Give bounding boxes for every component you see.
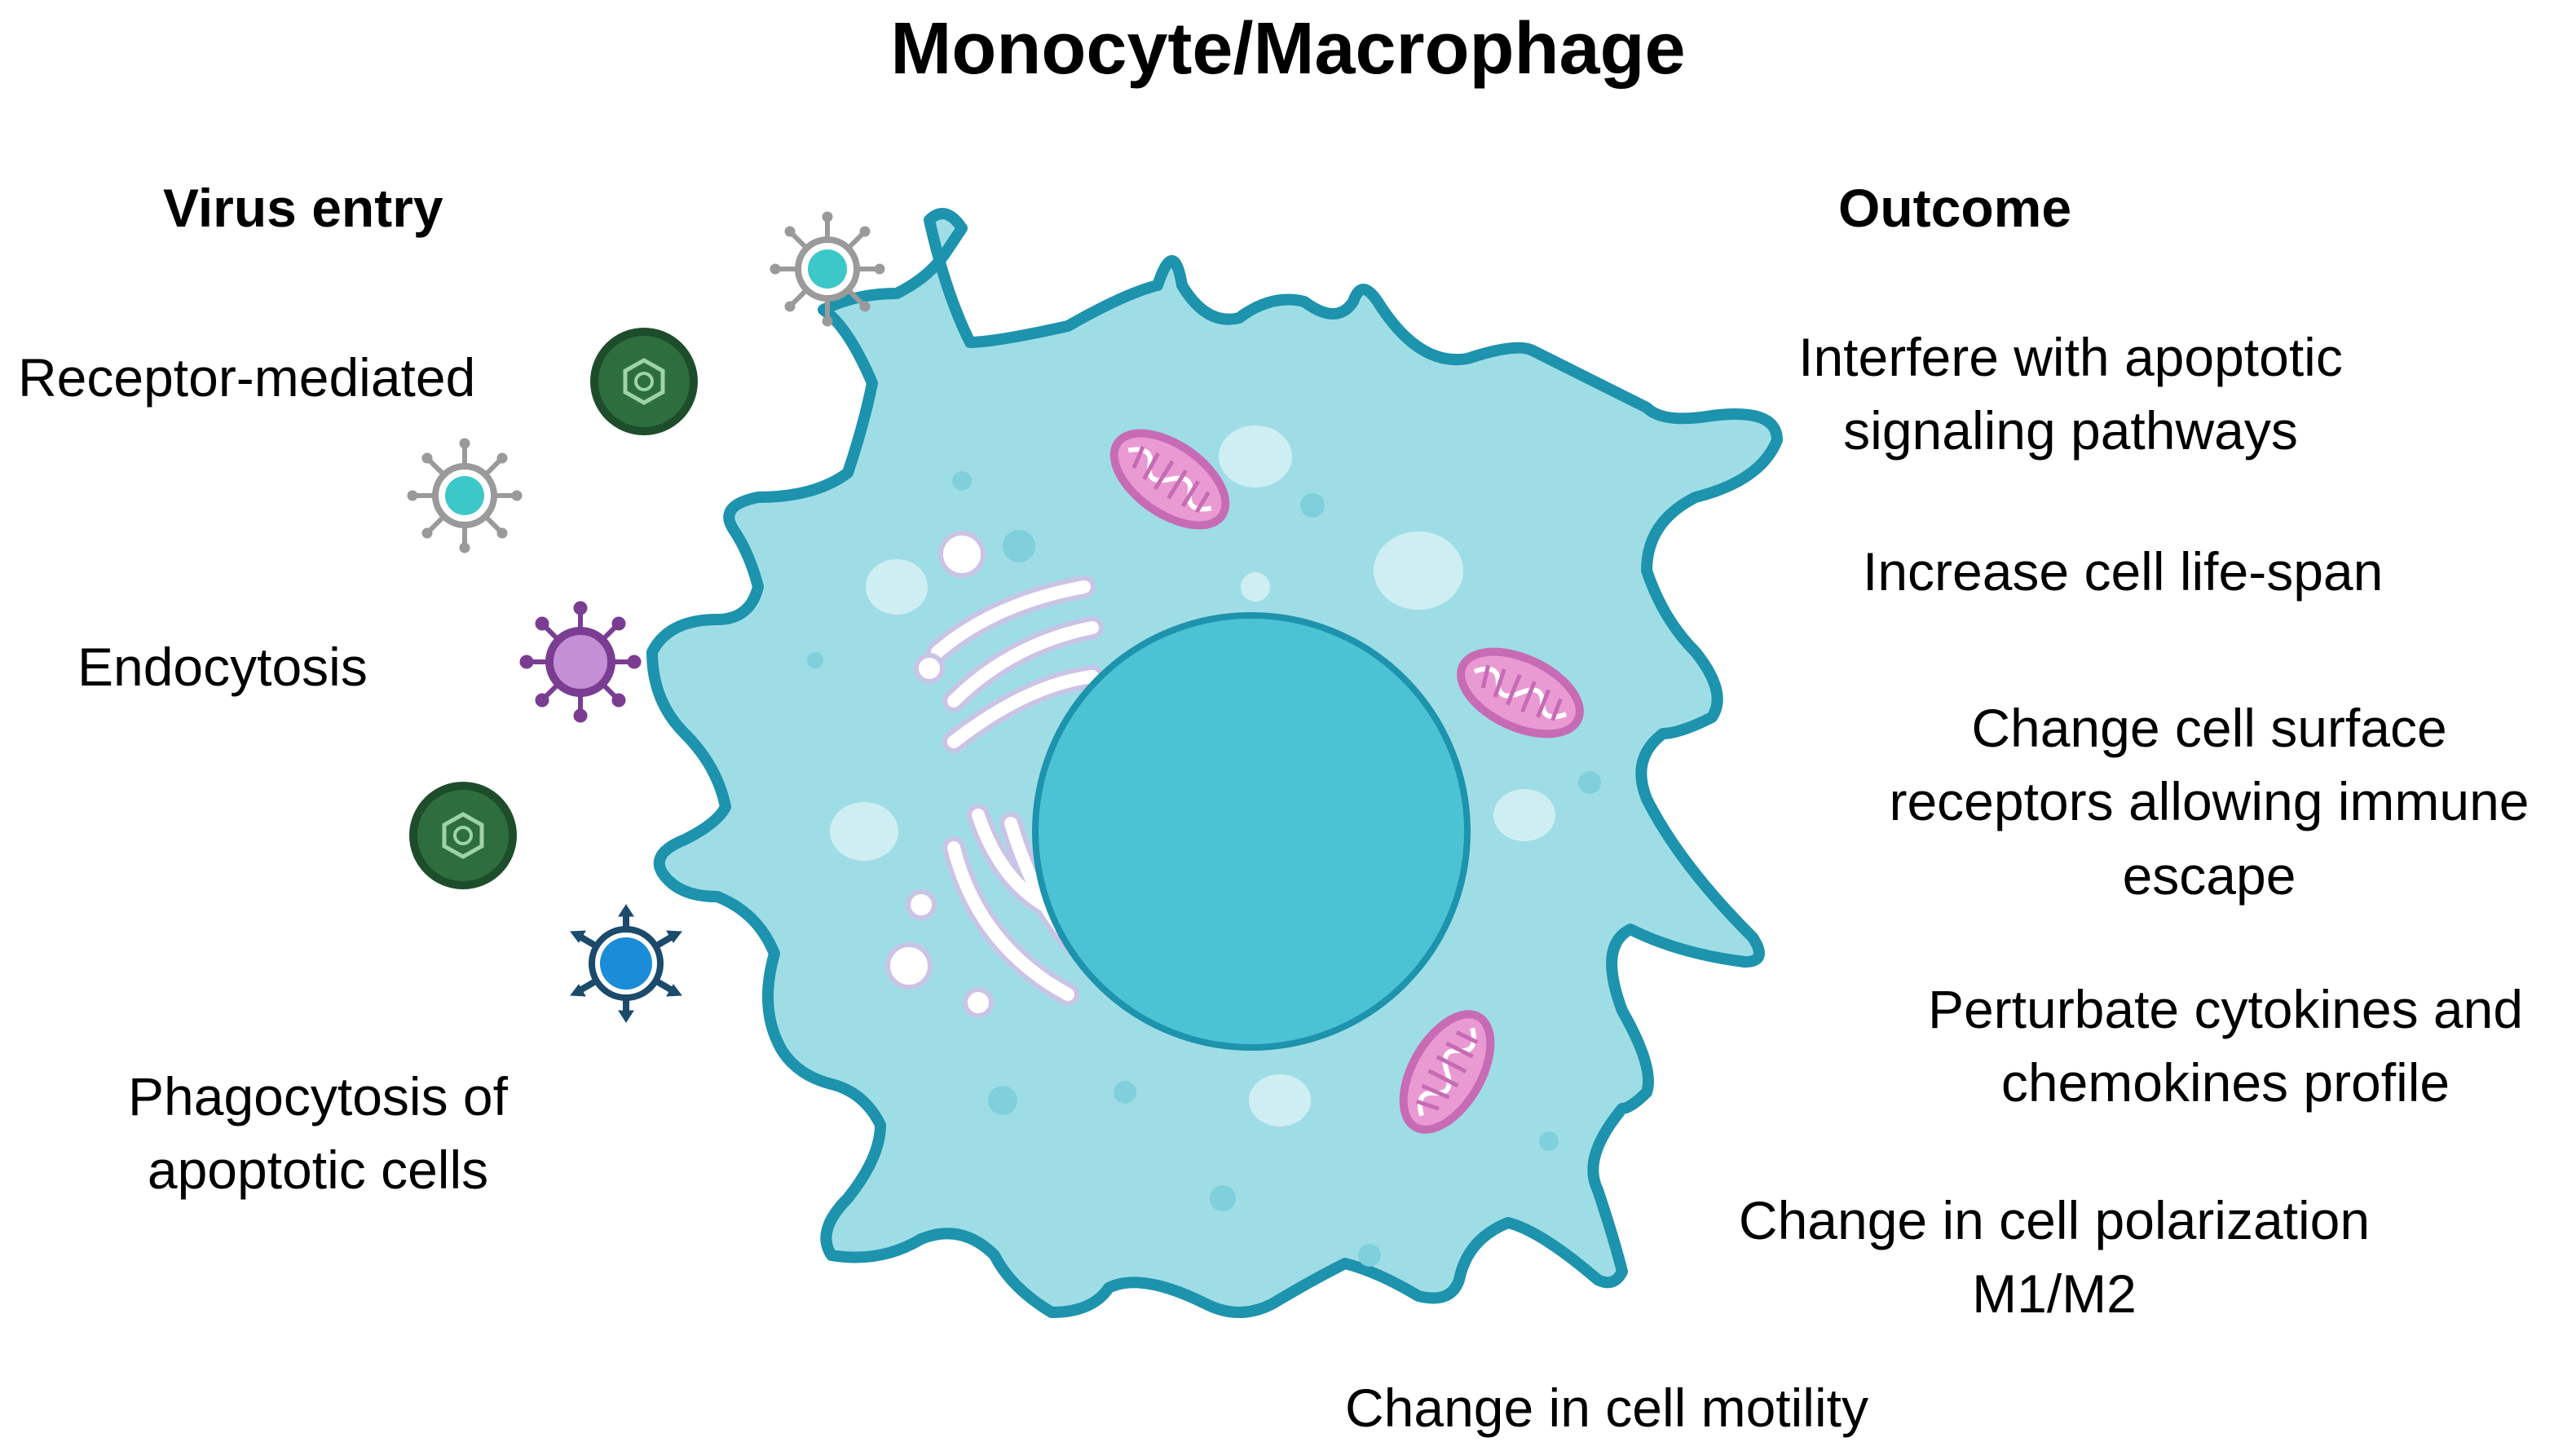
- virus-grey-icon: [770, 211, 885, 327]
- granules: [807, 471, 1601, 1267]
- nucleus-icon: [1032, 612, 1471, 1051]
- entry-receptor-mediated: Receptor-mediated: [18, 347, 476, 408]
- outcome-apoptosis: Interfere with apoptotic signaling pathw…: [1798, 327, 2343, 461]
- vesicles: [830, 425, 1555, 1127]
- virus-green-icon: [409, 782, 517, 889]
- virus-grey-icon: [407, 438, 523, 553]
- virus-green-icon: [590, 328, 698, 435]
- outcome-heading: Outcome: [1838, 178, 2072, 238]
- outcome-polarization: Change in cell polarization M1/M2: [1738, 1190, 2371, 1325]
- entry-phagocytosis: Phagocytosis of apoptotic cells: [128, 1066, 508, 1201]
- outcome-surface-receptors: Change cell surface receptors allowing i…: [1889, 698, 2530, 906]
- golgi-vesicles: [885, 531, 994, 1018]
- page-title: Monocyte/Macrophage: [890, 8, 1686, 90]
- entry-endocytosis: Endocytosis: [77, 637, 368, 697]
- virus-purple-icon: [519, 601, 642, 723]
- virus-blue-icon: [570, 904, 682, 1023]
- outcome-life-span: Increase cell life-span: [1863, 541, 2384, 602]
- outcome-cytokines: Perturbate cytokines and chemokines prof…: [1927, 979, 2524, 1113]
- outcome-motility: Change in cell motility: [1345, 1378, 1868, 1438]
- virus-entry-heading: Virus entry: [163, 178, 443, 238]
